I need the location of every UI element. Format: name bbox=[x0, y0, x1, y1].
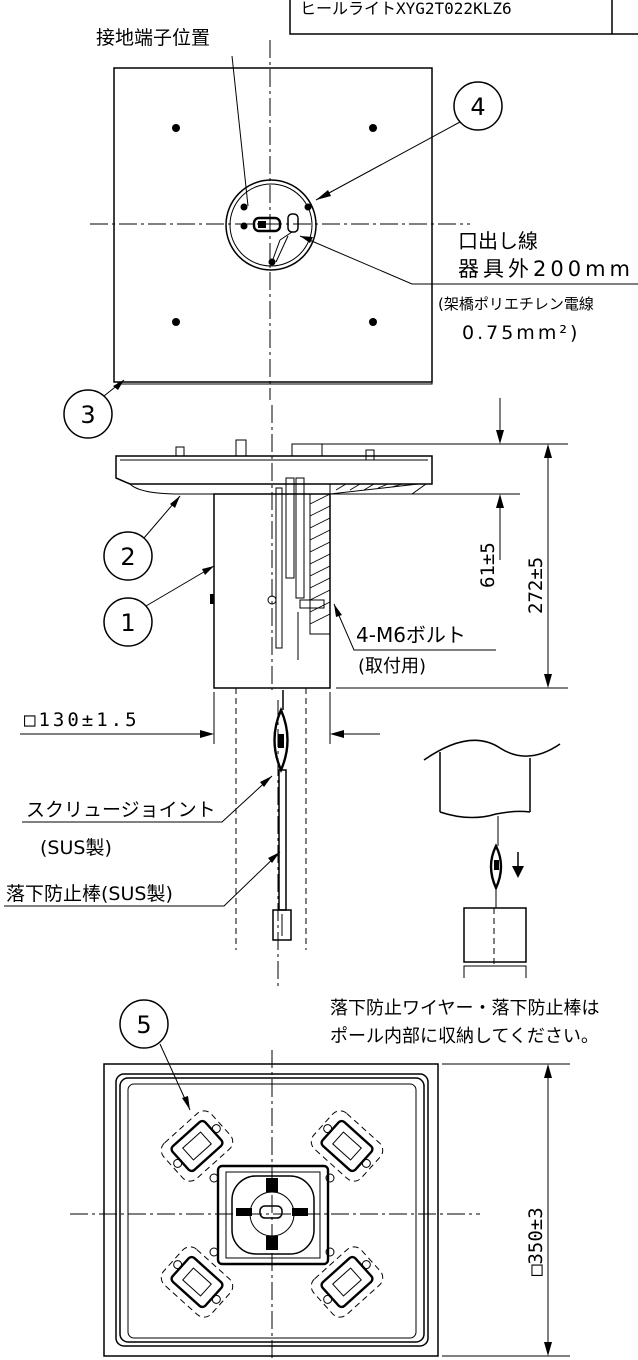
dimension-350: □350±3 bbox=[525, 1207, 547, 1276]
lead-wire-type: (架橋ポリエチレン電線 bbox=[438, 295, 594, 313]
terminal-module bbox=[310, 1246, 384, 1318]
bolt-callout: 4-M6ボルト (取付用) bbox=[333, 603, 496, 677]
center-hub bbox=[225, 179, 317, 271]
model-number: ヒールライトXYG2T022KLZ6 bbox=[300, 0, 512, 18]
callout-4: 4 bbox=[315, 81, 503, 201]
ground-terminal-leader bbox=[231, 55, 249, 207]
fall-rod-callout: 落下防止棒(SUS製) bbox=[4, 851, 281, 907]
height-dimensions: 61±5 272±5 bbox=[316, 398, 568, 689]
callout-5: 5 bbox=[119, 999, 191, 1111]
bottom-plate-outer bbox=[103, 1063, 439, 1357]
dimension-272: 272±5 bbox=[525, 557, 547, 614]
dimension-130: □130±1.5 bbox=[24, 709, 140, 731]
callout-2: 2 bbox=[103, 495, 181, 581]
terminal-module bbox=[160, 1246, 234, 1318]
lead-wire-label: 口出し線 bbox=[458, 229, 538, 253]
title-block: ヒールライトXYG2T022KLZ6 bbox=[289, 0, 638, 35]
width-dimension-350: □350±3 bbox=[442, 1063, 570, 1357]
svg-text:1: 1 bbox=[120, 609, 135, 637]
svg-text:3: 3 bbox=[80, 401, 95, 429]
bolt-purpose: (取付用) bbox=[358, 656, 426, 677]
pole-detail bbox=[423, 739, 561, 978]
bolt-label: 4-M6ボルト bbox=[356, 623, 466, 647]
lead-wire-callout: 口出し線 器具外200mm (架橋ポリエチレン電線 0.75mm²) bbox=[299, 229, 638, 344]
top-plate-side bbox=[115, 455, 433, 485]
screw-hole bbox=[369, 124, 377, 132]
side-view bbox=[115, 405, 433, 690]
terminal-module bbox=[310, 1110, 384, 1182]
width-dimension-130: □130±1.5 bbox=[20, 692, 380, 744]
storage-note-line2: ポール内部に収納してください。 bbox=[330, 1026, 599, 1047]
screw-hole bbox=[369, 318, 377, 326]
fall-prevention-assembly bbox=[235, 688, 307, 990]
terminal-module bbox=[160, 1110, 234, 1182]
bottom-view bbox=[70, 1050, 480, 1360]
callout-3: 3 bbox=[63, 379, 125, 439]
ground-terminal-label: 接地端子位置 bbox=[96, 27, 210, 49]
dimension-61: 61±5 bbox=[477, 542, 499, 588]
down-arrow-icon bbox=[512, 866, 524, 878]
screw-hole bbox=[172, 318, 180, 326]
screw-joint-material: (SUS製) bbox=[40, 837, 112, 859]
screw-joint-label: スクリュージョイント bbox=[26, 799, 216, 821]
callout-1: 1 bbox=[103, 565, 215, 647]
fall-rod-label: 落下防止棒(SUS製) bbox=[6, 883, 173, 905]
storage-note-line1: 落下防止ワイヤー・落下防止棒は bbox=[330, 998, 599, 1019]
lead-wire-length: 器具外200mm bbox=[458, 257, 634, 281]
ground-terminal-block bbox=[252, 216, 282, 233]
svg-text:5: 5 bbox=[136, 1011, 151, 1039]
lead-wire-size: 0.75mm²) bbox=[462, 322, 580, 344]
top-view bbox=[90, 40, 470, 400]
svg-text:4: 4 bbox=[470, 93, 485, 121]
svg-text:2: 2 bbox=[120, 543, 135, 571]
top-plate-outline bbox=[113, 67, 433, 383]
center-bracket bbox=[216, 1164, 330, 1266]
screw-joint-callout: スクリュージョイント (SUS製) bbox=[22, 775, 273, 859]
screw-hole bbox=[172, 124, 180, 132]
